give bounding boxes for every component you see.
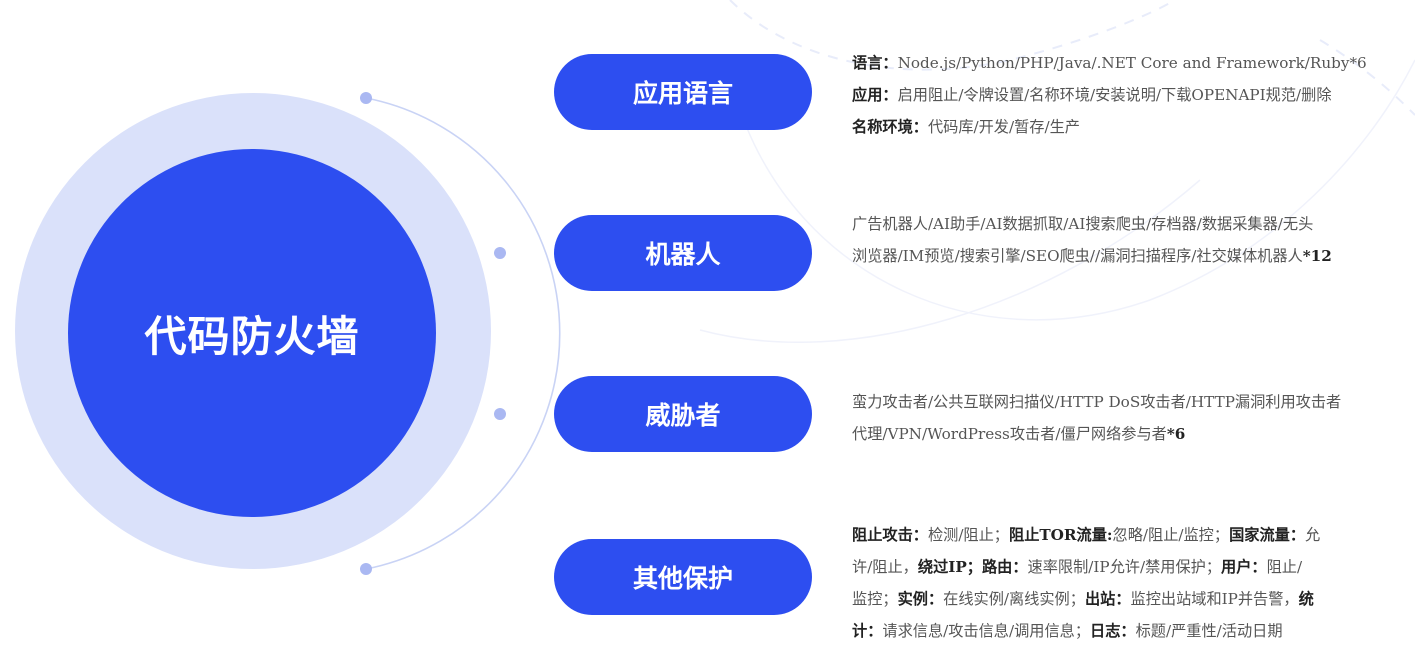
description-label: 国家流量： [1229,526,1305,544]
connector-dot [494,408,506,420]
category-pill-bots[interactable]: 机器人 [554,215,812,291]
description-line: 许/阻止，绕过IP；路由：速率限制/IP允许/禁用保护；用户：阻止/ [852,551,1414,583]
description-text: 蛮力攻击者/公共互联网扫描仪/HTTP DoS攻击者/HTTP漏洞利用攻击者 [852,393,1342,411]
description-label: 日志： [1090,622,1136,640]
description-line: 计：请求信息/攻击信息/调用信息；日志：标题/严重性/活动日期 [852,615,1414,647]
description-text: 阻止/ [1266,558,1303,576]
description-text: 代理/VPN/WordPress攻击者/僵尸网络参与者 [852,425,1167,443]
connector-dot [360,92,372,104]
description-text: 启用阻止/令牌设置/名称环境/安装说明/下载OPENAPI规范/删除 [897,86,1332,104]
center-circle: 代码防火墙 [68,149,436,517]
description-line: 应用：启用阻止/令牌设置/名称环境/安装说明/下载OPENAPI规范/删除 [852,79,1414,111]
description-label: 阻止TOR流量: [1009,526,1113,544]
description-bots: 广告机器人/AI助手/AI数据抓取/AI搜索爬虫/存档器/数据采集器/无头浏览器… [852,208,1414,272]
description-text: 检测/阻止； [927,526,1009,544]
description-label: *6 [1166,425,1186,443]
connector-arc [365,97,561,570]
description-text: 允 [1305,526,1321,544]
description-label: 用户： [1221,558,1267,576]
description-label: *12 [1302,247,1332,265]
category-pill-threat-actors[interactable]: 威胁者 [554,376,812,452]
description-label: 实例： [897,590,944,608]
category-pill-other-protection[interactable]: 其他保护 [554,539,812,615]
description-line: 广告机器人/AI助手/AI数据抓取/AI搜索爬虫/存档器/数据采集器/无头 [852,208,1414,240]
description-text: 监控； [852,590,898,608]
center-title: 代码防火墙 [144,311,360,361]
description-other-protection: 阻止攻击：检测/阻止；阻止TOR流量:忽略/阻止/监控；国家流量：允许/阻止，绕… [852,519,1414,647]
description-label: 计： [852,622,883,640]
description-line: 浏览器/IM预览/搜索引擎/SEO爬虫//漏洞扫描程序/社交媒体机器人*12 [852,240,1414,272]
description-label: 名称环境： [852,118,928,136]
description-line: 语言：Node.js/Python/PHP/Java/.NET Core and… [852,47,1414,79]
description-text: 忽略/阻止/监控； [1112,526,1230,544]
description-label: 统 [1298,590,1314,608]
description-label: 出站： [1084,590,1131,608]
description-line: 阻止攻击：检测/阻止；阻止TOR流量:忽略/阻止/监控；国家流量：允 [852,519,1414,551]
category-pill-app-language[interactable]: 应用语言 [554,54,812,130]
description-text: 监控出站域和IP并告警， [1130,590,1299,608]
description-text: Node.js/Python/PHP/Java/.NET Core and Fr… [897,54,1367,72]
description-text: 速率限制/IP允许/禁用保护； [1027,558,1222,576]
description-label: 应用： [852,86,898,104]
description-text: 代码库/开发/暂存/生产 [927,118,1080,136]
connector-dot [494,247,506,259]
description-text: 广告机器人/AI助手/AI数据抓取/AI搜索爬虫/存档器/数据采集器/无头 [852,215,1314,233]
description-text: 许/阻止， [852,558,918,576]
description-line: 蛮力攻击者/公共互联网扫描仪/HTTP DoS攻击者/HTTP漏洞利用攻击者 [852,386,1414,418]
description-text: 在线实例/离线实例； [943,590,1085,608]
description-line: 名称环境：代码库/开发/暂存/生产 [852,111,1414,143]
description-label: 阻止攻击： [852,526,928,544]
description-threat-actors: 蛮力攻击者/公共互联网扫描仪/HTTP DoS攻击者/HTTP漏洞利用攻击者代理… [852,386,1414,450]
description-label: 绕过IP；路由： [917,558,1028,576]
description-text: 浏览器/IM预览/搜索引擎/SEO爬虫//漏洞扫描程序/社交媒体机器人 [852,247,1303,265]
description-line: 代理/VPN/WordPress攻击者/僵尸网络参与者*6 [852,418,1414,450]
description-text: 标题/严重性/活动日期 [1135,622,1283,640]
description-label: 语言： [852,54,898,72]
description-text: 请求信息/攻击信息/调用信息； [882,622,1091,640]
connector-dot [360,563,372,575]
description-app-language: 语言：Node.js/Python/PHP/Java/.NET Core and… [852,47,1414,143]
description-line: 监控；实例：在线实例/离线实例；出站：监控出站域和IP并告警，统 [852,583,1414,615]
